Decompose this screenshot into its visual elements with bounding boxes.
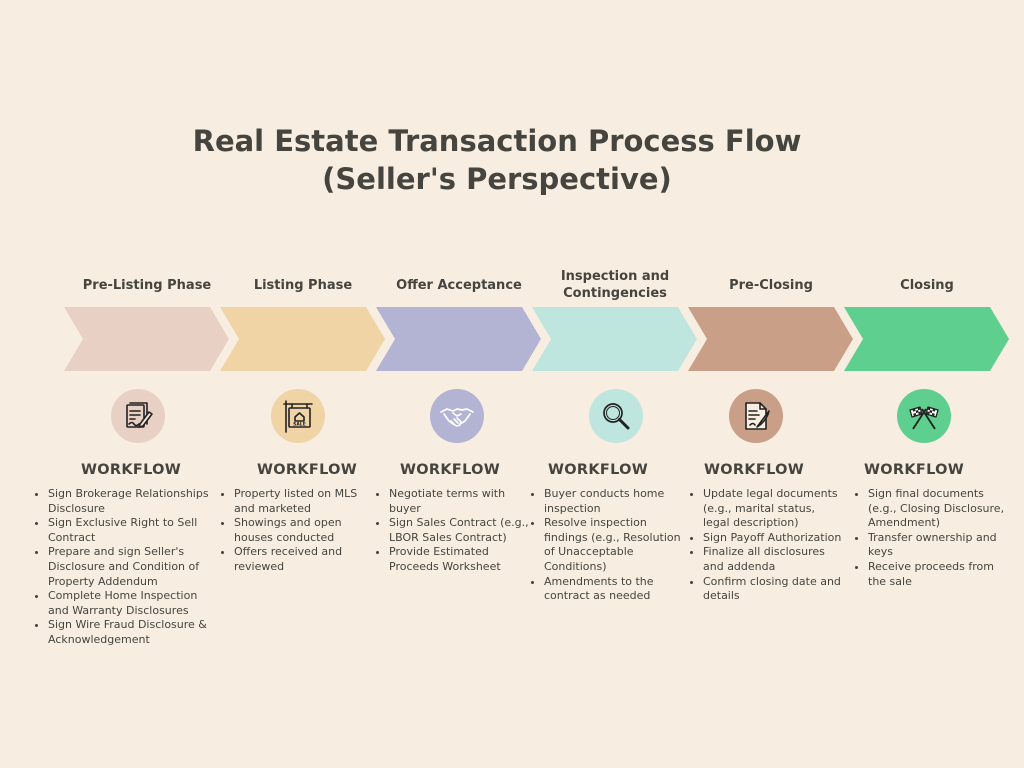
list-item: Prepare and sign Seller's Disclosure and… xyxy=(48,545,210,589)
workflow-list-offer-acceptance: Negotiate terms with buyer Sign Sales Co… xyxy=(375,487,529,575)
workflow-title-pre-closing: WORKFLOW xyxy=(703,462,805,478)
list-item: Provide Estimated Proceeds Worksheet xyxy=(389,545,529,574)
phase-label-inspection-line-1: Inspection and xyxy=(560,269,670,284)
chevron-listing xyxy=(220,307,385,371)
chevron-pre-closing xyxy=(688,307,853,371)
list-item: Offers received and reviewed xyxy=(234,545,376,574)
for-sale-sign-icon: SALE xyxy=(271,389,325,443)
list-item: Confirm closing date and details xyxy=(703,575,845,604)
phase-label-listing: Listing Phase xyxy=(253,277,353,293)
workflow-title-inspection: WORKFLOW xyxy=(547,462,649,478)
phase-label-closing: Closing xyxy=(900,277,954,293)
list-item: Receive proceeds from the sale xyxy=(868,560,1014,589)
workflow-title-listing: WORKFLOW xyxy=(256,462,358,478)
workflow-title-closing: WORKFLOW xyxy=(863,462,965,478)
phase-label-inspection-line-2: Contingencies xyxy=(563,286,667,301)
list-item: Finalize all disclosures and addenda xyxy=(703,545,845,574)
workflow-title-pre-listing: WORKFLOW xyxy=(80,462,182,478)
chevron-inspection xyxy=(532,307,697,371)
list-item: Complete Home Inspection and Warranty Di… xyxy=(48,589,210,618)
workflow-title-offer-acceptance: WORKFLOW xyxy=(399,462,501,478)
list-item: Buyer conducts home inspection xyxy=(544,487,682,516)
svg-text:SALE: SALE xyxy=(293,422,306,428)
handshake-icon xyxy=(430,389,484,443)
checkered-flags-icon xyxy=(897,389,951,443)
workflow-list-inspection: Buyer conducts home inspection Resolve i… xyxy=(530,487,682,604)
phase-label-offer-acceptance: Offer Acceptance xyxy=(396,277,522,293)
title-line-2: (Seller's Perspective) xyxy=(322,162,672,196)
list-item: Sign Exclusive Right to Sell Contract xyxy=(48,516,210,545)
document-quill-icon xyxy=(729,389,783,443)
list-item: Property listed on MLS and marketed xyxy=(234,487,376,516)
magnifying-glass-icon xyxy=(589,389,643,443)
list-item: Update legal documents (e.g., marital st… xyxy=(703,487,845,531)
list-item: Sign Brokerage Relationships Disclosure xyxy=(48,487,210,516)
phase-label-pre-listing: Pre-Listing Phase xyxy=(82,277,212,293)
list-item: Sign Wire Fraud Disclosure & Acknowledge… xyxy=(48,618,210,647)
list-item: Resolve inspection findings (e.g., Resol… xyxy=(544,516,682,574)
workflow-list-listing: Property listed on MLS and marketed Show… xyxy=(220,487,376,575)
list-item: Transfer ownership and keys xyxy=(868,531,1014,560)
list-item: Negotiate terms with buyer xyxy=(389,487,529,516)
list-item: Sign final documents (e.g., Closing Disc… xyxy=(868,487,1014,531)
chevron-offer-acceptance xyxy=(376,307,541,371)
chevron-pre-listing xyxy=(64,307,229,371)
list-item: Sign Payoff Authorization xyxy=(703,531,845,546)
chevron-closing xyxy=(844,307,1009,371)
list-item: Sign Sales Contract (e.g., LBOR Sales Co… xyxy=(389,516,529,545)
list-item: Amendments to the contract as needed xyxy=(544,575,682,604)
phase-label-pre-closing: Pre-Closing xyxy=(729,277,813,293)
diagram-title: Real Estate Transaction Process Flow (Se… xyxy=(0,122,994,198)
process-chevrons xyxy=(64,307,1009,371)
phase-label-inspection: Inspection and Contingencies xyxy=(538,266,692,304)
workflow-list-pre-listing: Sign Brokerage Relationships Disclosure … xyxy=(34,487,210,648)
contract-signing-icon xyxy=(111,389,165,443)
workflow-list-pre-closing: Update legal documents (e.g., marital st… xyxy=(689,487,845,604)
list-item: Showings and open houses conducted xyxy=(234,516,376,545)
title-line-1: Real Estate Transaction Process Flow xyxy=(192,124,802,158)
workflow-list-closing: Sign final documents (e.g., Closing Disc… xyxy=(854,487,1014,589)
